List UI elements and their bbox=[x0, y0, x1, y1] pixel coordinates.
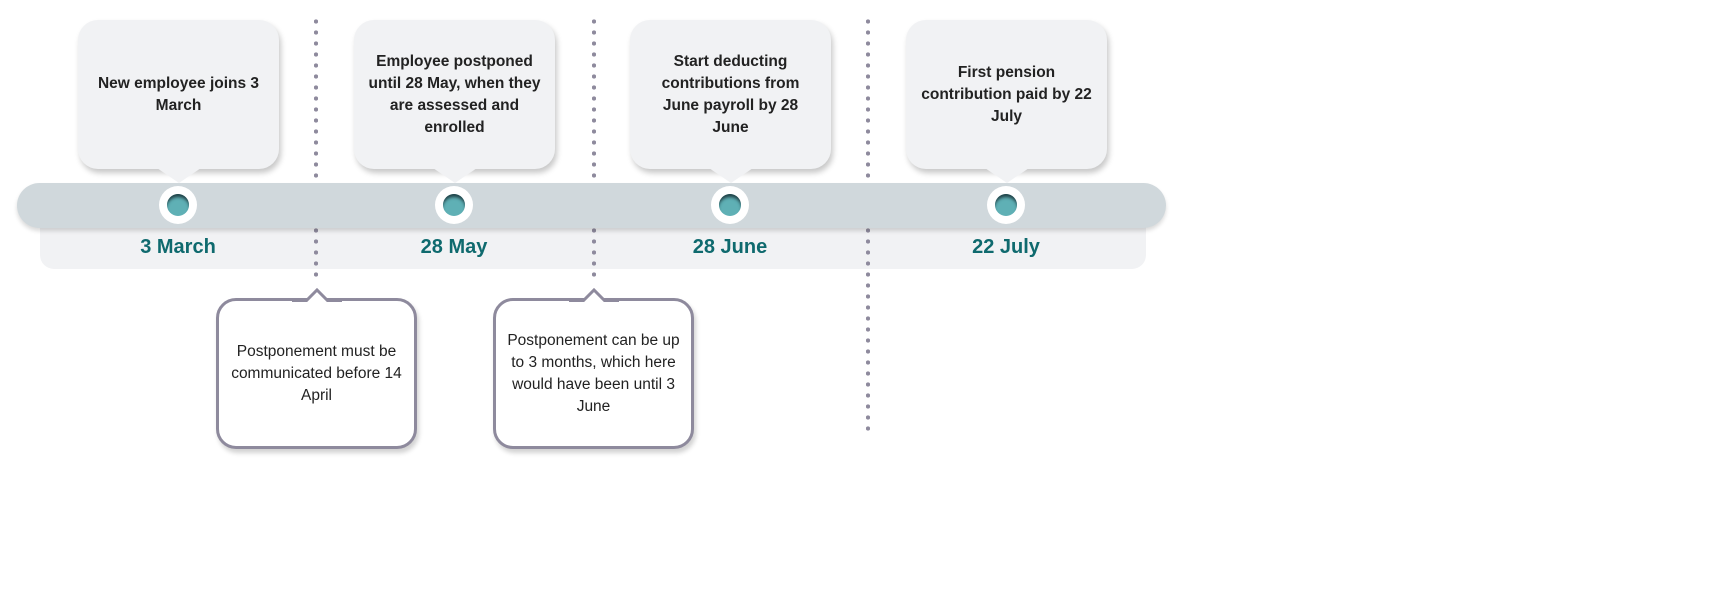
divider-1 bbox=[314, 16, 318, 282]
divider-2 bbox=[592, 16, 596, 282]
date-label: 28 June bbox=[692, 236, 768, 258]
note-text: Postponement must be communicated before… bbox=[231, 342, 402, 404]
timeline-band bbox=[17, 183, 1166, 228]
timeline-dot-icon bbox=[987, 186, 1025, 224]
event-text: New employee joins 3 March bbox=[97, 74, 260, 114]
note-callout: Postponement can be up to 3 months, whic… bbox=[493, 287, 694, 449]
event-callout: First pension contribution paid by 22 Ju… bbox=[906, 20, 1107, 183]
event-callout: Employee postponed until 28 May, when th… bbox=[354, 20, 555, 183]
timeline-dot-icon bbox=[435, 186, 473, 224]
note-callout: Postponement must be communicated before… bbox=[216, 287, 417, 449]
date-label: 28 May bbox=[420, 236, 488, 258]
date-label: 22 July bbox=[972, 236, 1040, 258]
event-callout: New employee joins 3 March bbox=[78, 20, 279, 183]
event-callout: Start deducting contributions from June … bbox=[630, 20, 831, 183]
note-text: Postponement can be up to 3 months, whic… bbox=[507, 331, 680, 415]
event-text: Start deducting contributions from June … bbox=[661, 52, 800, 136]
event-text: Employee postponed until 28 May, when th… bbox=[368, 52, 541, 136]
event-text: First pension contribution paid by 22 Ju… bbox=[921, 63, 1092, 125]
date-label: 3 March bbox=[140, 236, 216, 258]
timeline-dot-icon bbox=[159, 186, 197, 224]
timeline-dot-icon bbox=[711, 186, 749, 224]
